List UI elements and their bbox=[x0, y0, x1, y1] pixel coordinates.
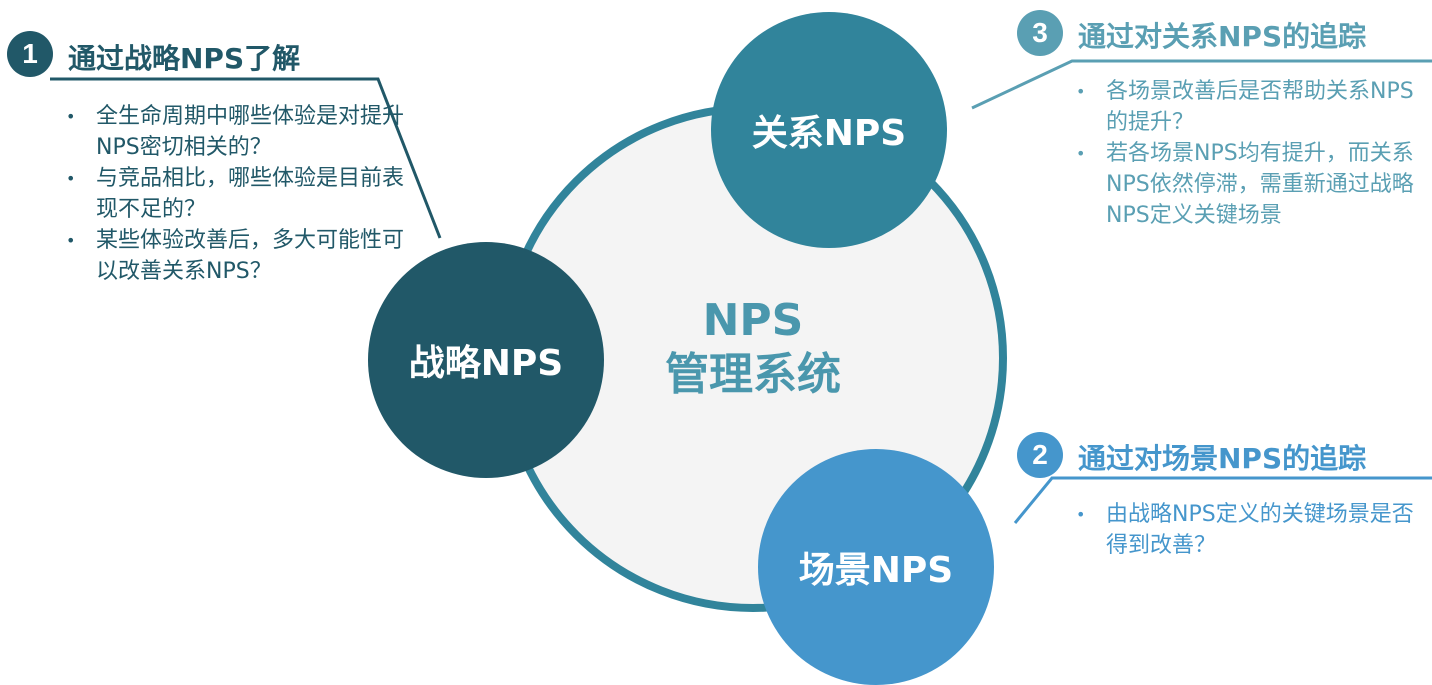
step-3-title: 通过对关系NPS的追踪 bbox=[1078, 20, 1367, 53]
step-3-bullets: 各场景改善后是否帮助关系NPS的提升？ 若各场景NPS均有提升，而关系NPS依然… bbox=[1070, 76, 1416, 231]
connector-3 bbox=[971, 59, 1432, 110]
bullet: 各场景改善后是否帮助关系NPS的提升？ bbox=[1076, 76, 1416, 138]
step-2-bullets: 由战略NPS定义的关键场景是否得到改善？ bbox=[1070, 499, 1416, 561]
step-1-badge: 1 bbox=[7, 31, 53, 77]
connector-1 bbox=[50, 77, 442, 239]
strategic-nps-label: 战略NPS bbox=[408, 343, 564, 384]
bullet: 全生命周期中哪些体验是对提升NPS密切相关的？ bbox=[66, 101, 416, 163]
step-1-title: 通过战略NPS了解 bbox=[68, 42, 301, 75]
step-2-badge: 2 bbox=[1017, 432, 1063, 478]
bullet: 若各场景NPS均有提升，而关系NPS依然停滞，需重新通过战略NPS定义关键场景 bbox=[1076, 138, 1416, 231]
scenario-nps-circle: 场景NPS bbox=[758, 449, 994, 685]
hub-label: NPS 管理系统 bbox=[630, 294, 876, 402]
bullet: 与竞品相比，哪些体验是目前表现不足的？ bbox=[66, 163, 416, 225]
scenario-nps-label: 场景NPS bbox=[798, 550, 954, 591]
hub-line2: 管理系统 bbox=[665, 349, 841, 400]
step-1-bullets: 全生命周期中哪些体验是对提升NPS密切相关的？ 与竞品相比，哪些体验是目前表现不… bbox=[60, 101, 416, 287]
hub-line1: NPS bbox=[702, 295, 804, 346]
relationship-nps-circle: 关系NPS bbox=[711, 12, 947, 248]
step-3-badge: 3 bbox=[1017, 10, 1063, 56]
connector-2 bbox=[1013, 476, 1432, 524]
step-2-title: 通过对场景NPS的追踪 bbox=[1078, 442, 1367, 475]
bullet: 由战略NPS定义的关键场景是否得到改善？ bbox=[1076, 499, 1416, 561]
relationship-nps-label: 关系NPS bbox=[751, 113, 907, 154]
bullet: 某些体验改善后，多大可能性可以改善关系NPS？ bbox=[66, 225, 416, 287]
